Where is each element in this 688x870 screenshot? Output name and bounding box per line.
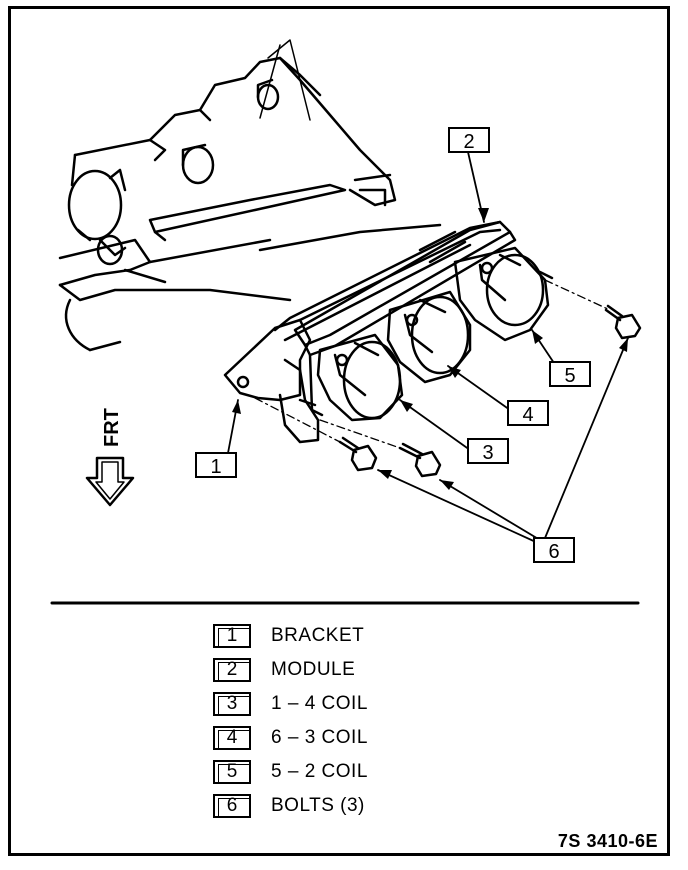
- forward-direction-label: FRT: [101, 408, 123, 447]
- legend-item: 3 1 – 4 COIL: [213, 690, 368, 718]
- legend-number: 3: [213, 692, 251, 716]
- callout-box-5: [549, 361, 591, 387]
- legend-item: 4 6 – 3 COIL: [213, 724, 368, 752]
- callout-number-2: 2: [463, 131, 474, 153]
- callout-box-1: [195, 452, 237, 478]
- legend-item: 6 BOLTS (3): [213, 792, 365, 820]
- bracket: [223, 220, 502, 444]
- legend-number: 2: [213, 658, 251, 682]
- legend-item: 2 MODULE: [213, 656, 355, 684]
- coil-5-2: [453, 246, 554, 342]
- legend-label: BRACKET: [271, 625, 365, 646]
- callout-number-4: 4: [522, 404, 533, 426]
- legend-label: MODULE: [271, 659, 356, 680]
- leader-arrowheads: [232, 208, 628, 490]
- callout-box-6: [533, 537, 575, 563]
- legend-number: 5: [213, 760, 251, 784]
- callout-number-3: 3: [482, 442, 493, 464]
- coil-1-4: [316, 333, 404, 422]
- callout-box-2: [448, 127, 490, 153]
- figure-code: 7S 3410-6E: [557, 831, 658, 851]
- callout-box-4: [507, 400, 549, 426]
- legend-number: 1: [213, 624, 251, 648]
- legend-label: 6 – 3 COIL: [271, 727, 368, 748]
- engine-block: [58, 39, 442, 352]
- legend-number: 4: [213, 726, 251, 750]
- legend-label: BOLTS (3): [271, 795, 365, 816]
- callout-box-3: [467, 438, 509, 464]
- bolt-upper: [604, 304, 642, 340]
- legend-label: 1 – 4 COIL: [271, 693, 368, 714]
- callout-number-6: 6: [548, 541, 559, 563]
- legend-label: 5 – 2 COIL: [271, 761, 368, 782]
- legend-number: 6: [213, 794, 251, 818]
- bolt-lower-left: [338, 436, 378, 472]
- callout-number-1: 1: [210, 456, 221, 478]
- diagram-frame: [8, 6, 670, 856]
- legend-item: 1 BRACKET: [213, 622, 364, 650]
- callout-number-5: 5: [564, 365, 575, 387]
- forward-arrow-icon: [85, 456, 135, 507]
- bolt-lower-right: [398, 442, 442, 478]
- coil-6-3: [386, 290, 472, 384]
- legend-item: 5 5 – 2 COIL: [213, 758, 368, 786]
- alignment-lines: [254, 279, 611, 449]
